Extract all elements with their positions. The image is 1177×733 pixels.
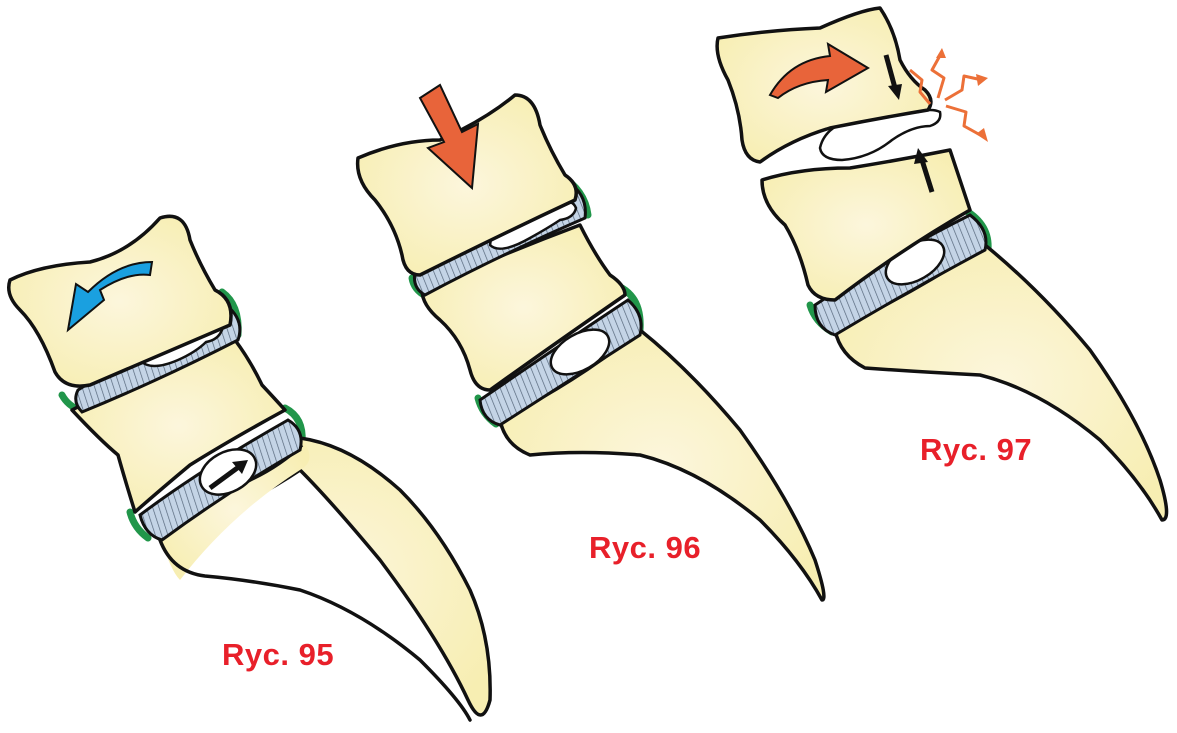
- figure-caption-97: Ryc. 97: [920, 432, 1032, 468]
- figure-caption-96: Ryc. 96: [589, 530, 701, 566]
- figure-caption-95: Ryc. 95: [222, 637, 334, 673]
